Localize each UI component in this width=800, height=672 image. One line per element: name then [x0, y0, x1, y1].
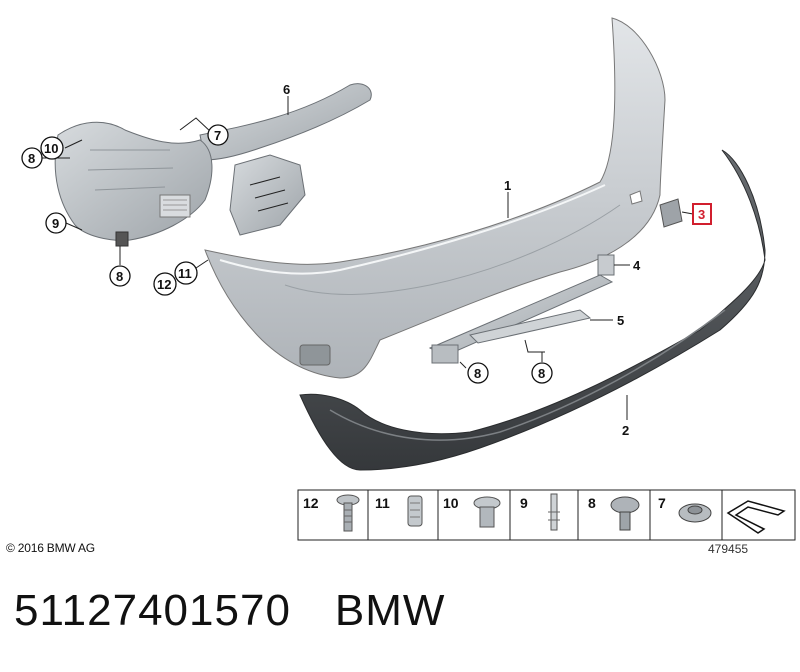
- legend-label-12: 12: [303, 495, 319, 511]
- callout-3: 3: [698, 207, 705, 222]
- mounting-strip: [469, 309, 592, 353]
- legend-label-7: 7: [658, 495, 666, 511]
- copyright-notice: © 2016 BMW AG: [6, 541, 95, 555]
- nut-10-icon: [473, 496, 501, 528]
- part-number: 51127401570: [14, 586, 291, 635]
- callout-9: 9: [52, 216, 59, 231]
- callout-8-center: 8: [474, 366, 481, 381]
- footer-caption: 51127401570 BMW: [14, 586, 445, 636]
- callout-4: 4: [633, 258, 641, 273]
- fastener-legend: 12 11 10 9 8 7: [297, 489, 796, 541]
- screw-12-icon: [336, 494, 360, 532]
- legend-label-8: 8: [588, 495, 596, 511]
- rear-bumper-cover: [204, 17, 666, 379]
- callout-1: 1: [504, 178, 511, 193]
- nut-7-icon: [678, 503, 712, 523]
- callout-6: 6: [283, 82, 290, 97]
- callout-8-left: 8: [28, 151, 35, 166]
- callout-5: 5: [617, 313, 624, 328]
- callout-8-right: 8: [538, 366, 545, 381]
- legend-label-10: 10: [443, 495, 459, 511]
- callout-7: 7: [214, 128, 221, 143]
- upper-guide-rail: [199, 83, 372, 236]
- brand-name: BMW: [334, 586, 446, 635]
- callout-10: 10: [44, 141, 58, 156]
- callout-12: 12: [157, 277, 171, 292]
- diagram-number: 479455: [708, 542, 749, 556]
- callout-3-highlight: [692, 203, 712, 225]
- diagram-symbol-icon: [726, 500, 786, 534]
- cover-cap: [659, 198, 683, 228]
- left-side-bracket: [54, 121, 213, 247]
- clip-11-icon: [407, 495, 423, 527]
- legend-label-9: 9: [520, 495, 528, 511]
- rivet-9-icon: [548, 493, 560, 531]
- nut-8-icon: [610, 496, 640, 531]
- callouts: 1 2 3 4 5 6 7 8 8 8 8 9 10 11 12: [21, 82, 712, 438]
- callout-8-bottom-left: 8: [116, 269, 123, 284]
- callout-11: 11: [178, 266, 192, 281]
- lower-diffuser-trim: [299, 149, 766, 471]
- callout-2: 2: [622, 423, 629, 438]
- legend-label-11: 11: [375, 495, 390, 511]
